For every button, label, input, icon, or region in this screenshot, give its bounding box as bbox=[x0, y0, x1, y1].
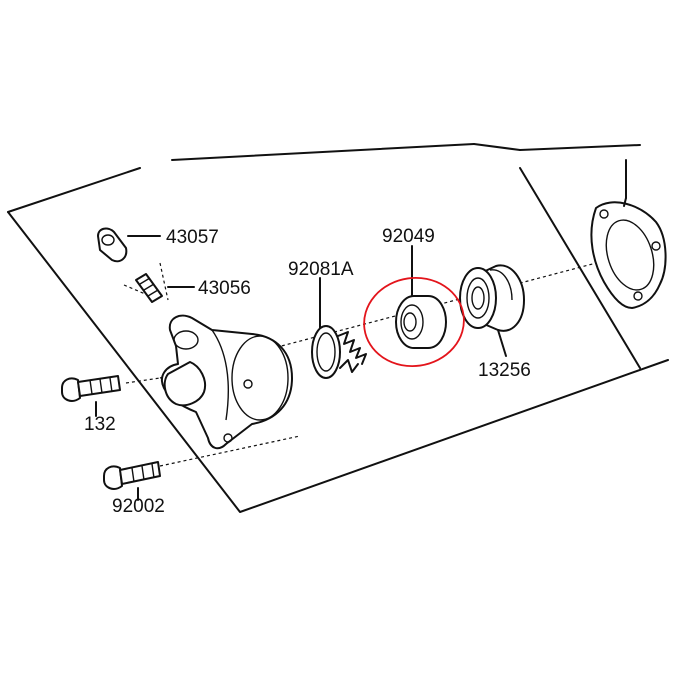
cover-gasket-plate bbox=[590, 197, 667, 309]
part-92049-drawing bbox=[395, 295, 447, 349]
part-43056-drawing bbox=[135, 273, 195, 303]
diagram-frame bbox=[7, 143, 669, 513]
label-43057: 43057 bbox=[166, 227, 219, 248]
part-92081A-drawing bbox=[311, 325, 367, 379]
label-92002: 92002 bbox=[112, 496, 165, 517]
red-circle-highlight bbox=[363, 276, 465, 368]
assembly-axis-line bbox=[123, 261, 601, 467]
leader-lines bbox=[319, 245, 507, 357]
slave-cylinder-housing-drawing bbox=[160, 314, 293, 450]
part-92002-drawing bbox=[103, 461, 161, 501]
part-132-drawing bbox=[61, 375, 121, 417]
label-13256: 13256 bbox=[478, 360, 531, 381]
part-13256-drawing bbox=[459, 264, 525, 332]
part-43057-drawing bbox=[97, 227, 161, 263]
label-43056: 43056 bbox=[198, 278, 251, 299]
label-132: 132 bbox=[84, 414, 116, 435]
label-92081A: 92081A bbox=[288, 259, 354, 280]
label-92049: 92049 bbox=[382, 226, 435, 247]
